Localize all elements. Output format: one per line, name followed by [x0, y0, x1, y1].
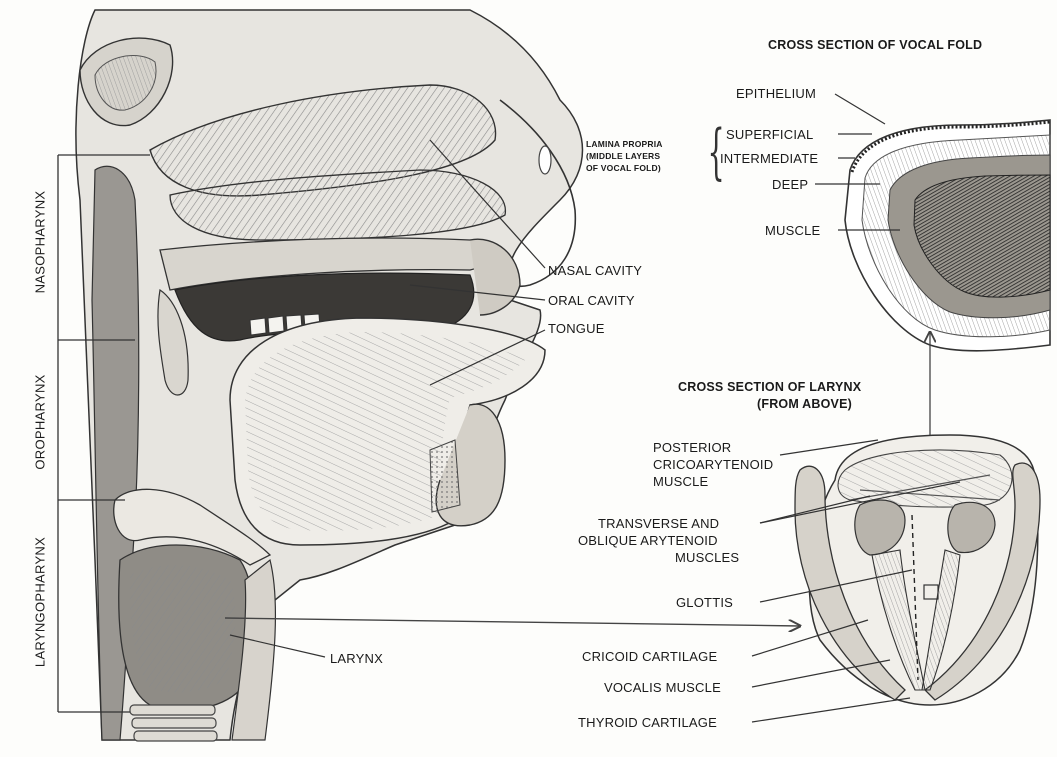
epithelium-label: EPITHELIUM	[736, 85, 816, 102]
nasal-cavity-label: NASAL CAVITY	[548, 262, 642, 279]
trachea-rings	[130, 705, 217, 741]
larynx-section	[795, 435, 1040, 705]
lamina-propria-line1: LAMINA PROPRIA	[586, 139, 663, 150]
superficial-label: SUPERFICIAL	[726, 126, 813, 143]
muscle-label: MUSCLE	[765, 222, 820, 239]
posterior-label-line2: CRICOARYTENOID	[653, 456, 773, 473]
oropharynx-label: OROPHARYNX	[33, 374, 48, 469]
glottis-label: GLOTTIS	[676, 594, 733, 611]
tongue-label: TONGUE	[548, 320, 605, 337]
mandible	[430, 440, 460, 512]
larynx-heading-line2: (FROM ABOVE)	[757, 396, 852, 413]
posterior-label-line1: POSTERIOR	[653, 439, 731, 456]
larynx-label: LARYNX	[330, 650, 383, 667]
lamina-propria-line3: OF VOCAL FOLD)	[586, 163, 661, 174]
intermediate-label: INTERMEDIATE	[720, 150, 818, 167]
vocal-fold-heading: CROSS SECTION OF VOCAL FOLD	[768, 37, 982, 54]
deep-label: DEEP	[772, 176, 808, 193]
posterior-label-line3: MUSCLE	[653, 473, 708, 490]
larynx-heading-line1: CROSS SECTION OF LARYNX	[678, 379, 861, 396]
transverse-label-line1: TRANSVERSE AND	[598, 515, 719, 532]
vocalis-label: VOCALIS MUSCLE	[604, 679, 721, 696]
head-section	[76, 10, 583, 741]
lamina-propria-line2: (MIDDLE LAYERS	[586, 151, 660, 162]
transverse-label-line3: MUSCLES	[675, 549, 739, 566]
transverse-label-line2: OBLIQUE ARYTENOID	[578, 532, 718, 549]
vocal-fold-section	[845, 120, 1050, 351]
oral-cavity-label: ORAL CAVITY	[548, 292, 635, 309]
nasopharynx-label: NASOPHARYNX	[33, 191, 48, 294]
larynx-arrow	[225, 618, 800, 626]
laryngopharynx-label: LARYNGOPHARYNX	[33, 537, 48, 667]
cricoid-label: CRICOID CARTILAGE	[582, 648, 717, 665]
thyroid-label: THYROID CARTILAGE	[578, 714, 717, 731]
